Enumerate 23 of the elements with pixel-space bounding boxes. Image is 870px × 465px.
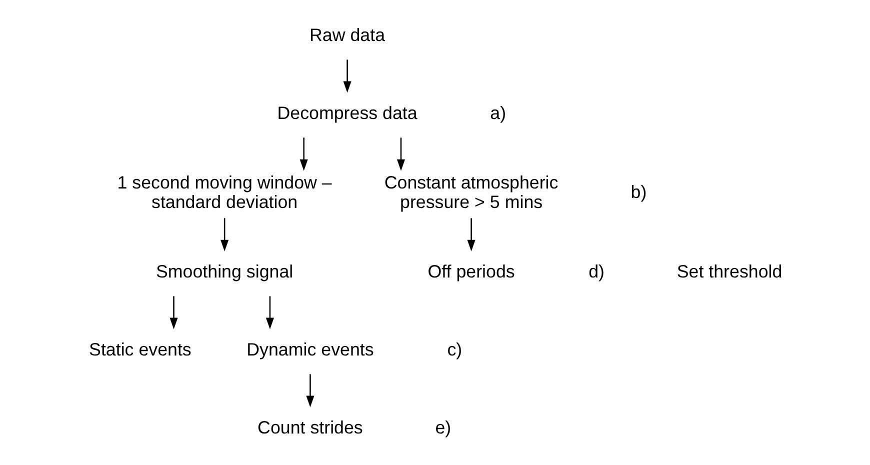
label: b) [630, 182, 646, 202]
node-text: Decompress data [276, 102, 417, 123]
arrow [306, 374, 314, 408]
arrow [265, 296, 274, 330]
label: e) [434, 417, 451, 438]
label: c) [446, 339, 462, 360]
label: d) [588, 262, 604, 282]
node-text: 1 second moving window – standard deviation [116, 172, 332, 212]
node-text: Static events [88, 339, 191, 360]
node-text: Dynamic events [246, 339, 374, 360]
node-text: Off periods [427, 262, 514, 282]
arrow [169, 296, 178, 330]
label: a) [490, 102, 506, 123]
node-text: Constant atmospheric pressure > 5 mins [384, 172, 558, 212]
arrow [342, 60, 351, 93]
node-text: Raw data [309, 25, 385, 45]
arrow [396, 138, 405, 171]
node-text: Smoothing signal [156, 262, 293, 282]
arrow [299, 138, 308, 171]
label: Set threshold [676, 262, 782, 282]
node-text: Count strides [257, 417, 362, 438]
arrow [220, 218, 228, 252]
arrow [466, 218, 475, 252]
